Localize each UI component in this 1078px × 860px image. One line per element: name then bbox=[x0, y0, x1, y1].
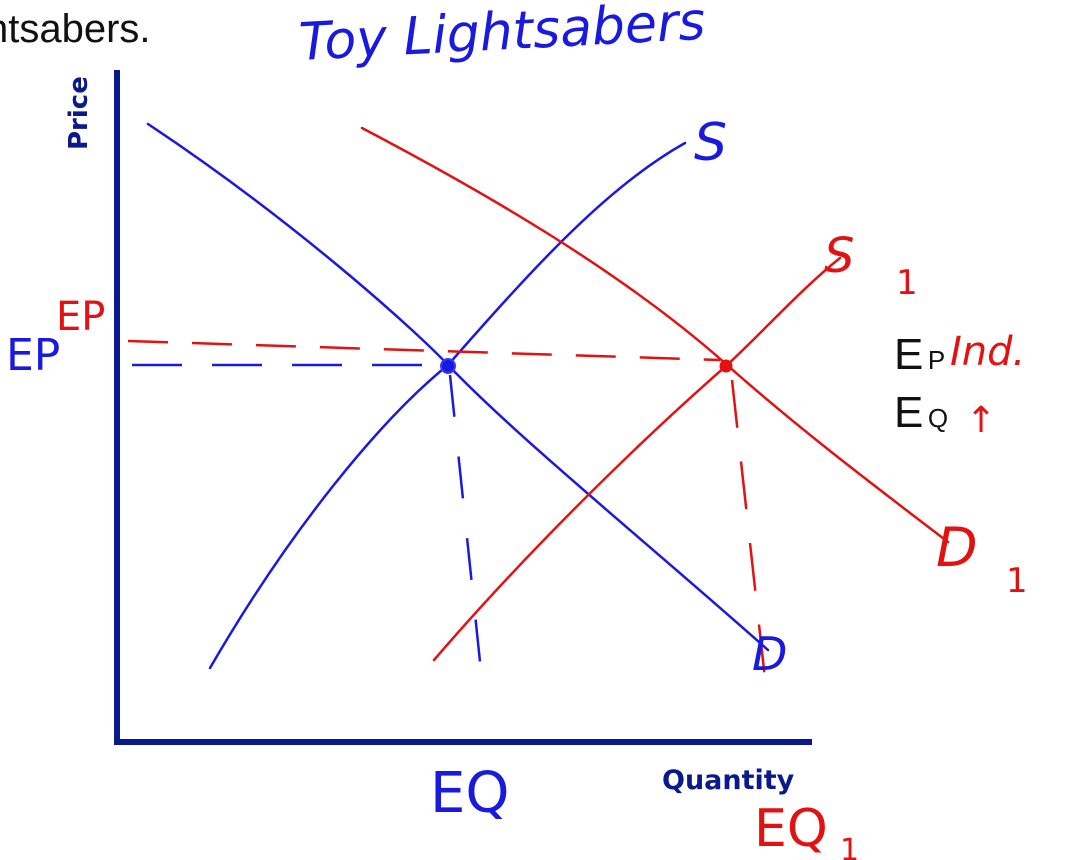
eq-dashed-line-shifted bbox=[730, 379, 770, 707]
curve-labels: S D S 1 D 1 bbox=[694, 113, 1028, 681]
label-supply-original: S bbox=[694, 113, 727, 173]
label-supply-shifted-subscript: 1 bbox=[896, 263, 918, 303]
demand-curve-original bbox=[146, 122, 770, 652]
up-arrow-icon: ↑ bbox=[966, 400, 996, 441]
shifted-curves bbox=[127, 126, 950, 707]
side-note-eq-sub: Q bbox=[928, 403, 948, 433]
label-supply-shifted: S bbox=[824, 228, 854, 284]
label-demand-shifted-subscript: 1 bbox=[1006, 561, 1028, 601]
label-ep-original: EP bbox=[6, 330, 60, 381]
eq-dashed-line-original bbox=[448, 374, 486, 701]
side-note-industry: Ind. bbox=[950, 329, 1025, 375]
equilibrium-point-original bbox=[440, 358, 456, 374]
supply-curve-shifted bbox=[432, 256, 842, 662]
label-ep-shifted: EP bbox=[56, 294, 105, 340]
side-note-ep: E P bbox=[894, 330, 945, 379]
diagram-title: Toy Lightsabers bbox=[298, 0, 707, 73]
side-note-eq: E Q bbox=[894, 388, 948, 437]
axes: Price Quantity bbox=[64, 70, 812, 796]
y-axis-label: Price bbox=[64, 76, 94, 150]
side-note-ep-main: E bbox=[894, 330, 923, 379]
demand-curve-shifted bbox=[360, 126, 950, 544]
label-demand-original: D bbox=[752, 627, 787, 681]
side-note-eq-main: E bbox=[894, 388, 923, 437]
label-eq-original: EQ bbox=[430, 761, 509, 826]
side-notes: E P E Q Ind. ↑ bbox=[894, 329, 1025, 441]
header-clipped-text: ntsabers. bbox=[0, 7, 151, 51]
original-curves bbox=[132, 122, 770, 701]
x-axis-label: Quantity bbox=[662, 765, 795, 796]
equilibrium-point-shifted bbox=[719, 359, 733, 373]
side-note-ep-sub: P bbox=[928, 345, 945, 375]
label-eq-shifted-subscript: 1 bbox=[840, 833, 859, 860]
axis-annotations: EP EP EQ EQ 1 bbox=[6, 294, 859, 860]
label-eq-shifted: EQ bbox=[754, 799, 828, 859]
ep-dashed-line-shifted bbox=[127, 339, 721, 362]
supply-curve-original bbox=[208, 141, 687, 670]
label-demand-shifted: D bbox=[936, 516, 978, 579]
